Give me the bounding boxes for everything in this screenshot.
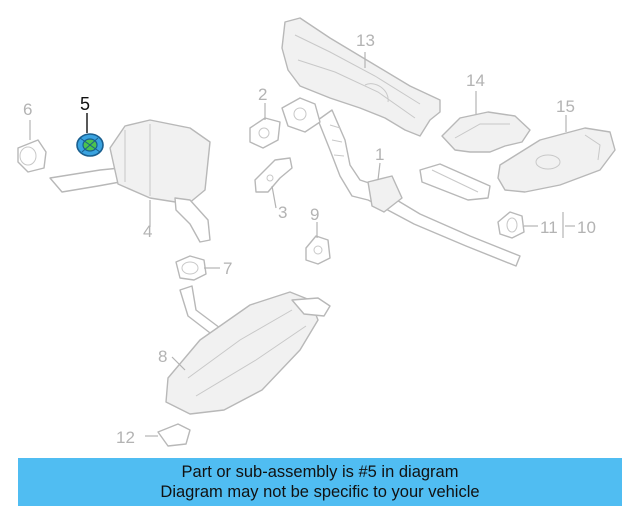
manifold-flange: [281, 97, 321, 133]
part-14-heat-shield[interactable]: [441, 111, 531, 153]
callout-15: 15: [556, 97, 575, 116]
callout-4: 4: [143, 222, 152, 241]
callout-2: 2: [258, 85, 267, 104]
callout-12: 12: [116, 428, 135, 447]
part-11-mount[interactable]: [497, 211, 525, 239]
part-13-heat-shield[interactable]: [281, 17, 441, 137]
callout-9: 9: [310, 205, 319, 224]
part-4-front-muffler[interactable]: [49, 119, 211, 243]
callout-10: 10: [577, 218, 596, 237]
banner-line-1: Part or sub-assembly is #5 in diagram: [181, 463, 459, 481]
part-9-hanger[interactable]: [305, 235, 331, 265]
part-7-clamp[interactable]: [175, 255, 207, 281]
callout-8: 8: [158, 347, 167, 366]
banner-line-2: Diagram may not be specific to your vehi…: [160, 483, 480, 501]
callout-7: 7: [223, 259, 232, 278]
part-3-bracket[interactable]: [254, 157, 293, 193]
callout-6: 6: [23, 100, 32, 119]
part-8-rear-muffler[interactable]: [165, 285, 331, 415]
part-5-clamp[interactable]: [76, 133, 104, 157]
callout-1: 1: [375, 145, 384, 164]
callout-14: 14: [466, 71, 485, 90]
exhaust-parts-diagram: 1 2 3 4 5 6 7 8 9 10 11 12 13 14 15: [17, 17, 616, 447]
callout-5: 5: [80, 94, 90, 114]
callout-11: 11: [540, 218, 558, 237]
callout-13: 13: [356, 31, 375, 50]
part-6-sleeve[interactable]: [17, 139, 47, 173]
info-banner: Part or sub-assembly is #5 in diagram Di…: [18, 458, 622, 506]
part-12-clamp[interactable]: [157, 423, 191, 447]
part-15-heat-shield-plate[interactable]: [497, 127, 616, 193]
tunnel-bracket: [419, 163, 491, 201]
part-1-front-pipe[interactable]: [317, 109, 521, 267]
part-2-gasket[interactable]: [249, 117, 281, 149]
leader-lines: [29, 52, 575, 437]
callout-labels: 1 2 3 4 5 6 7 8 9 10 11 12 13 14 15: [23, 31, 596, 447]
callout-3: 3: [278, 203, 287, 222]
